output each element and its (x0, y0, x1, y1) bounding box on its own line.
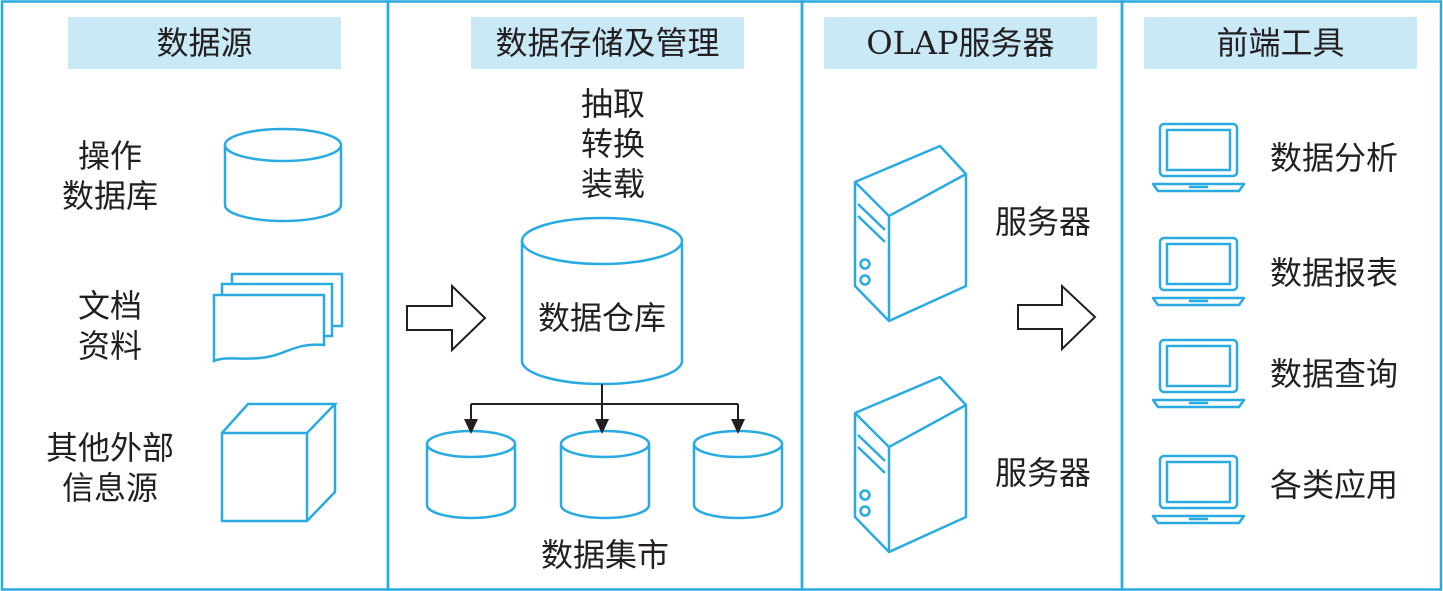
laptop-icon (1151, 122, 1246, 193)
arrowhead-icon (464, 419, 478, 434)
arrowhead-icon (595, 419, 609, 434)
laptop-icon (1151, 236, 1246, 307)
panel-title-sources: 数据源 (68, 17, 341, 69)
panel-frame-tools (1120, 0, 1443, 591)
panel-title-olap: OLAP服务器 (824, 17, 1097, 69)
data-mart-cylinder-icon (425, 429, 517, 520)
arrowhead-icon (731, 419, 745, 434)
etl-steps-label: 抽取 转换 装载 (580, 85, 645, 203)
server-label-top: 服务器 (995, 203, 1092, 241)
source-label-database: 操作 数据库 (61, 137, 158, 215)
branch-connector (470, 384, 739, 422)
source-label-external: 其他外部 信息源 (45, 429, 174, 507)
tool-label-apps: 各类应用 (1270, 466, 1399, 504)
data-mart-cylinder-icon (692, 429, 784, 520)
tool-label-analysis: 数据分析 (1270, 139, 1399, 177)
external-source-cube-icon (220, 402, 338, 523)
data-marts-label: 数据集市 (540, 536, 669, 574)
flow-arrow-right-icon (406, 283, 487, 353)
data-mart-cylinder-icon (559, 429, 651, 520)
source-label-documents: 文档 资料 (77, 287, 142, 365)
server-label-bottom: 服务器 (995, 454, 1092, 492)
panel-frame-olap (800, 0, 1124, 591)
laptop-icon (1151, 338, 1246, 409)
server-tower-icon (853, 375, 968, 554)
tool-label-query: 数据查询 (1270, 355, 1399, 393)
tool-label-report: 数据报表 (1270, 254, 1399, 292)
flow-arrow-right-icon (1017, 283, 1097, 352)
documents-stack-icon (212, 272, 344, 363)
panel-title-tools: 前端工具 (1144, 17, 1417, 69)
data-warehouse-label: 数据仓库 (537, 299, 666, 337)
database-cylinder-icon (223, 127, 343, 223)
server-tower-icon (853, 144, 968, 323)
panel-title-storage: 数据存储及管理 (471, 17, 744, 69)
laptop-icon (1151, 454, 1246, 525)
